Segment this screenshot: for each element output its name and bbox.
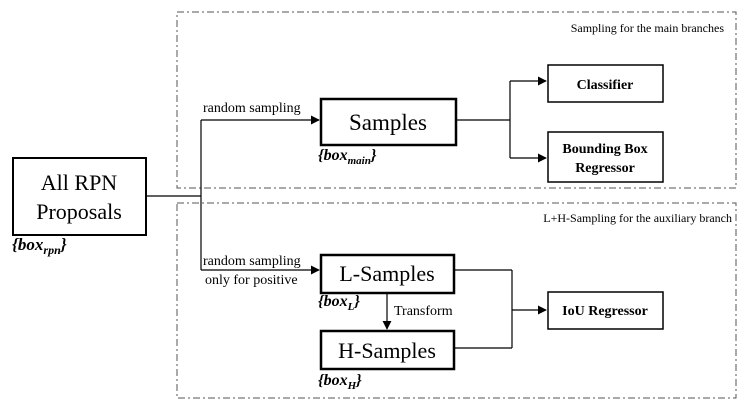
main-branch-region-label: Sampling for the main branches bbox=[571, 21, 725, 35]
bbox-regressor-line1: Bounding Box bbox=[562, 142, 647, 157]
rpn-proposals-line1: All RPN bbox=[41, 170, 118, 195]
transform-label: Transform bbox=[394, 304, 453, 319]
lh-merge-line bbox=[454, 269, 513, 349]
bbox-regressor-box bbox=[547, 131, 664, 183]
samples-box bbox=[319, 97, 458, 147]
rpn-trunk-line bbox=[146, 120, 202, 270]
l-samples-box bbox=[319, 253, 456, 295]
h-samples-label: H-Samples bbox=[338, 338, 436, 363]
aux-branch-region-label: L+H-Sampling for the auxiliary branch bbox=[543, 211, 732, 225]
samples-notation: {boxmain} bbox=[318, 147, 377, 167]
h-samples-notation: {boxH} bbox=[318, 372, 362, 392]
l-samples-notation: {boxL} bbox=[318, 293, 360, 313]
rpn-proposals-box bbox=[12, 157, 147, 236]
samples-label: Samples bbox=[349, 110, 427, 135]
iou-regressor-label: IoU Regressor bbox=[562, 304, 648, 319]
bbox-regressor-line2: Regressor bbox=[575, 161, 635, 176]
rpn-proposals-line2: Proposals bbox=[36, 199, 122, 224]
classifier-box bbox=[547, 64, 664, 103]
main-branch-region bbox=[176, 11, 737, 189]
classifier-label: Classifier bbox=[577, 78, 634, 93]
random-sampling-positive-line1: random sampling bbox=[203, 254, 301, 269]
random-sampling-positive-line2: only for positive bbox=[205, 273, 298, 288]
h-samples-box bbox=[319, 329, 456, 371]
aux-branch-region bbox=[176, 202, 737, 399]
iou-regressor-box bbox=[547, 291, 664, 330]
l-samples-label: L-Samples bbox=[339, 261, 434, 286]
random-sampling-label: random sampling bbox=[203, 101, 301, 116]
rpn-proposals-notation: {boxrpn} bbox=[12, 235, 67, 257]
samples-split-line bbox=[456, 81, 511, 158]
